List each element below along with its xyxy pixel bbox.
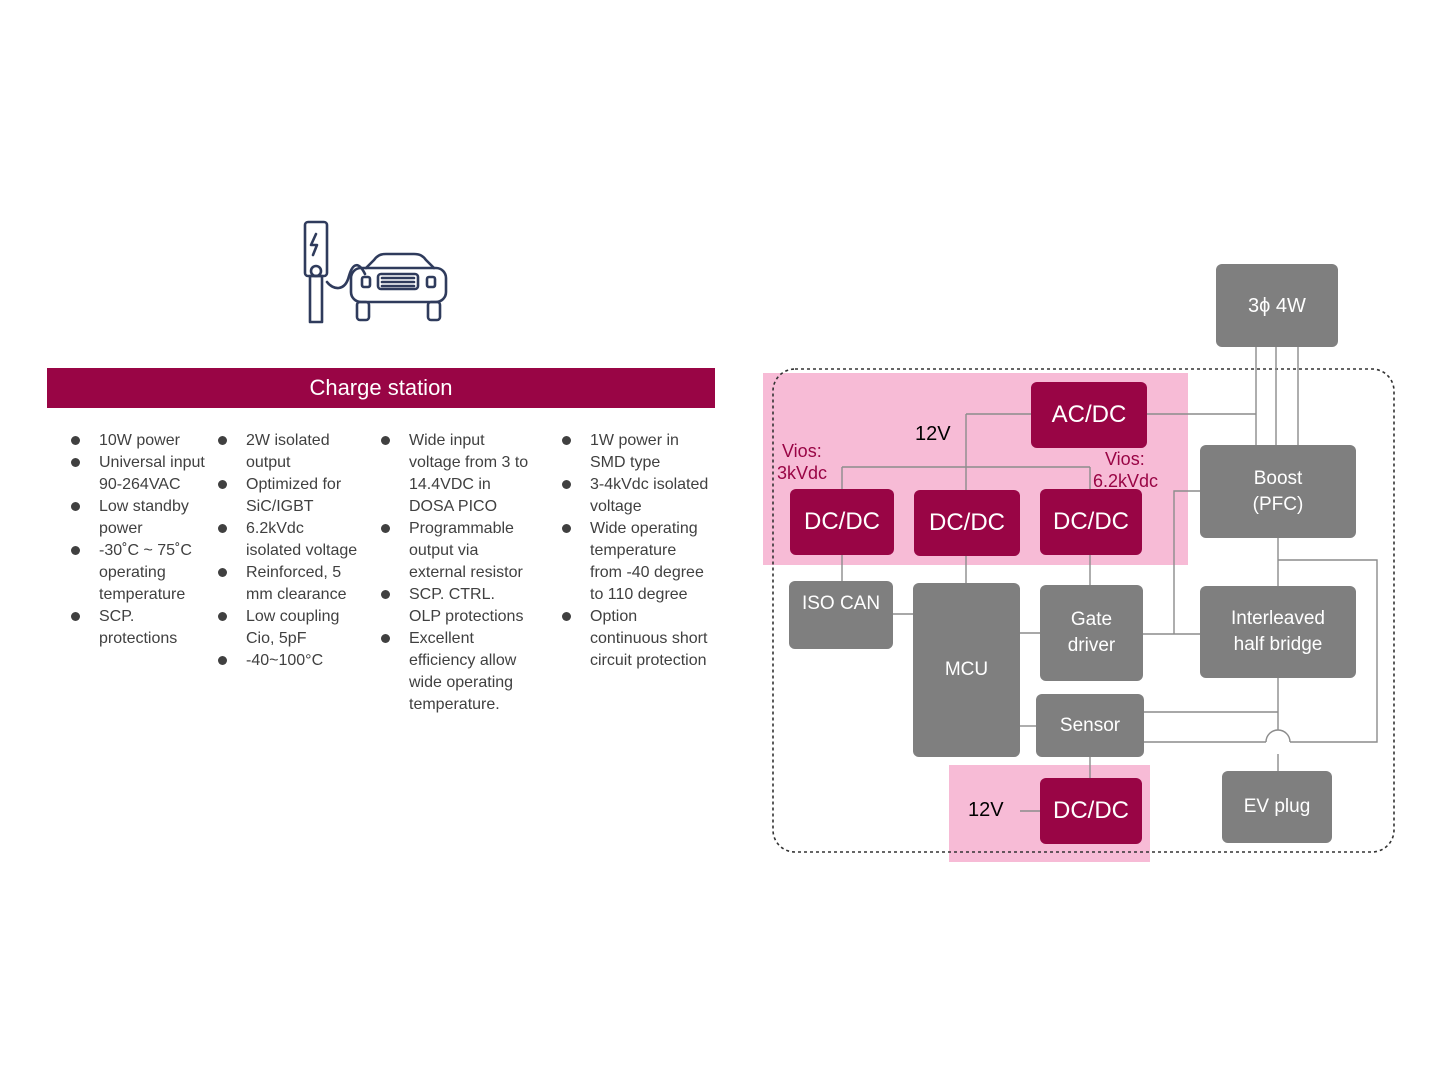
label-vios-right: Vios: 6.2kVdc: [1093, 449, 1159, 491]
dcdc-block-bottom: DC/DC: [1040, 778, 1142, 844]
ev-charging-station-car-icon: [303, 220, 448, 324]
interleaved-half-bridge-block: Interleaved half bridge: [1200, 586, 1356, 678]
dcdc-block-1: DC/DC: [790, 489, 894, 555]
feature-item: Wide input voltage from 3 to 14.4VDC in …: [369, 430, 531, 518]
dcdc-block-2: DC/DC: [914, 490, 1020, 556]
feature-item: SCP. CTRL. OLP protections: [369, 584, 531, 628]
feature-item: -40~100°C: [206, 650, 358, 672]
boost-line-2: (PFC): [1252, 493, 1304, 515]
ev-plug-block: EV plug: [1222, 771, 1332, 843]
feature-item: SCP. protections: [59, 606, 207, 650]
feature-item: Wide operating temperature from -40 degr…: [550, 518, 710, 606]
acdc-block: AC/DC: [1031, 382, 1147, 448]
feature-item: 10W power: [59, 430, 207, 452]
gate-line-2: driver: [1067, 635, 1116, 656]
charge-station-header: Charge station: [47, 368, 715, 408]
iso-can-block: ISO CAN: [789, 581, 893, 649]
boost-pfc-block: Boost (PFC): [1200, 445, 1356, 538]
inter-line-1: Interleaved: [1230, 608, 1325, 629]
sensor-block: Sensor: [1036, 694, 1144, 757]
feature-item: 3-4kVdc isolated voltage: [550, 474, 710, 518]
feature-item: Optimized for SiC/IGBT: [206, 474, 358, 518]
feature-item: Reinforced, 5 mm clearance: [206, 562, 358, 606]
gate-driver-block: Gate driver: [1040, 585, 1143, 681]
label-vios-left: Vios: 3kVdc: [777, 441, 828, 483]
label-12v-bottom: 12V: [968, 799, 1004, 821]
feature-column-1: 10W power Universal input 90-264VAC Low …: [59, 430, 207, 650]
feature-item: Programmable output via external resisto…: [369, 518, 531, 584]
boost-line-1: Boost: [1253, 467, 1303, 489]
feature-item: 6.2kVdc isolated voltage: [206, 518, 358, 562]
feature-item: Universal input 90-264VAC: [59, 452, 207, 496]
feature-item: Option continuous short circuit protecti…: [550, 606, 710, 672]
three-phase-4w-block: 3ϕ 4W: [1216, 264, 1338, 347]
feature-column-4: 1W power in SMD type 3-4kVdc isolated vo…: [550, 430, 710, 672]
feature-item: Low standby power: [59, 496, 207, 540]
mcu-block: MCU: [913, 583, 1020, 757]
feature-column-3: Wide input voltage from 3 to 14.4VDC in …: [369, 430, 531, 716]
inter-line-2: half bridge: [1233, 634, 1323, 655]
feature-item: Low coupling Cio, 5pF: [206, 606, 358, 650]
feature-item: 1W power in SMD type: [550, 430, 710, 474]
feature-item: -30˚C ~ 75˚C operating temperature: [59, 540, 207, 606]
gate-line-1: Gate: [1070, 609, 1113, 630]
label-12v-top: 12V: [915, 423, 951, 445]
feature-column-2: 2W isolated output Optimized for SiC/IGB…: [206, 430, 358, 672]
feature-item: Excellent efficiency allow wide operatin…: [369, 628, 531, 716]
dcdc-block-3: DC/DC: [1040, 489, 1142, 555]
feature-item: 2W isolated output: [206, 430, 358, 474]
